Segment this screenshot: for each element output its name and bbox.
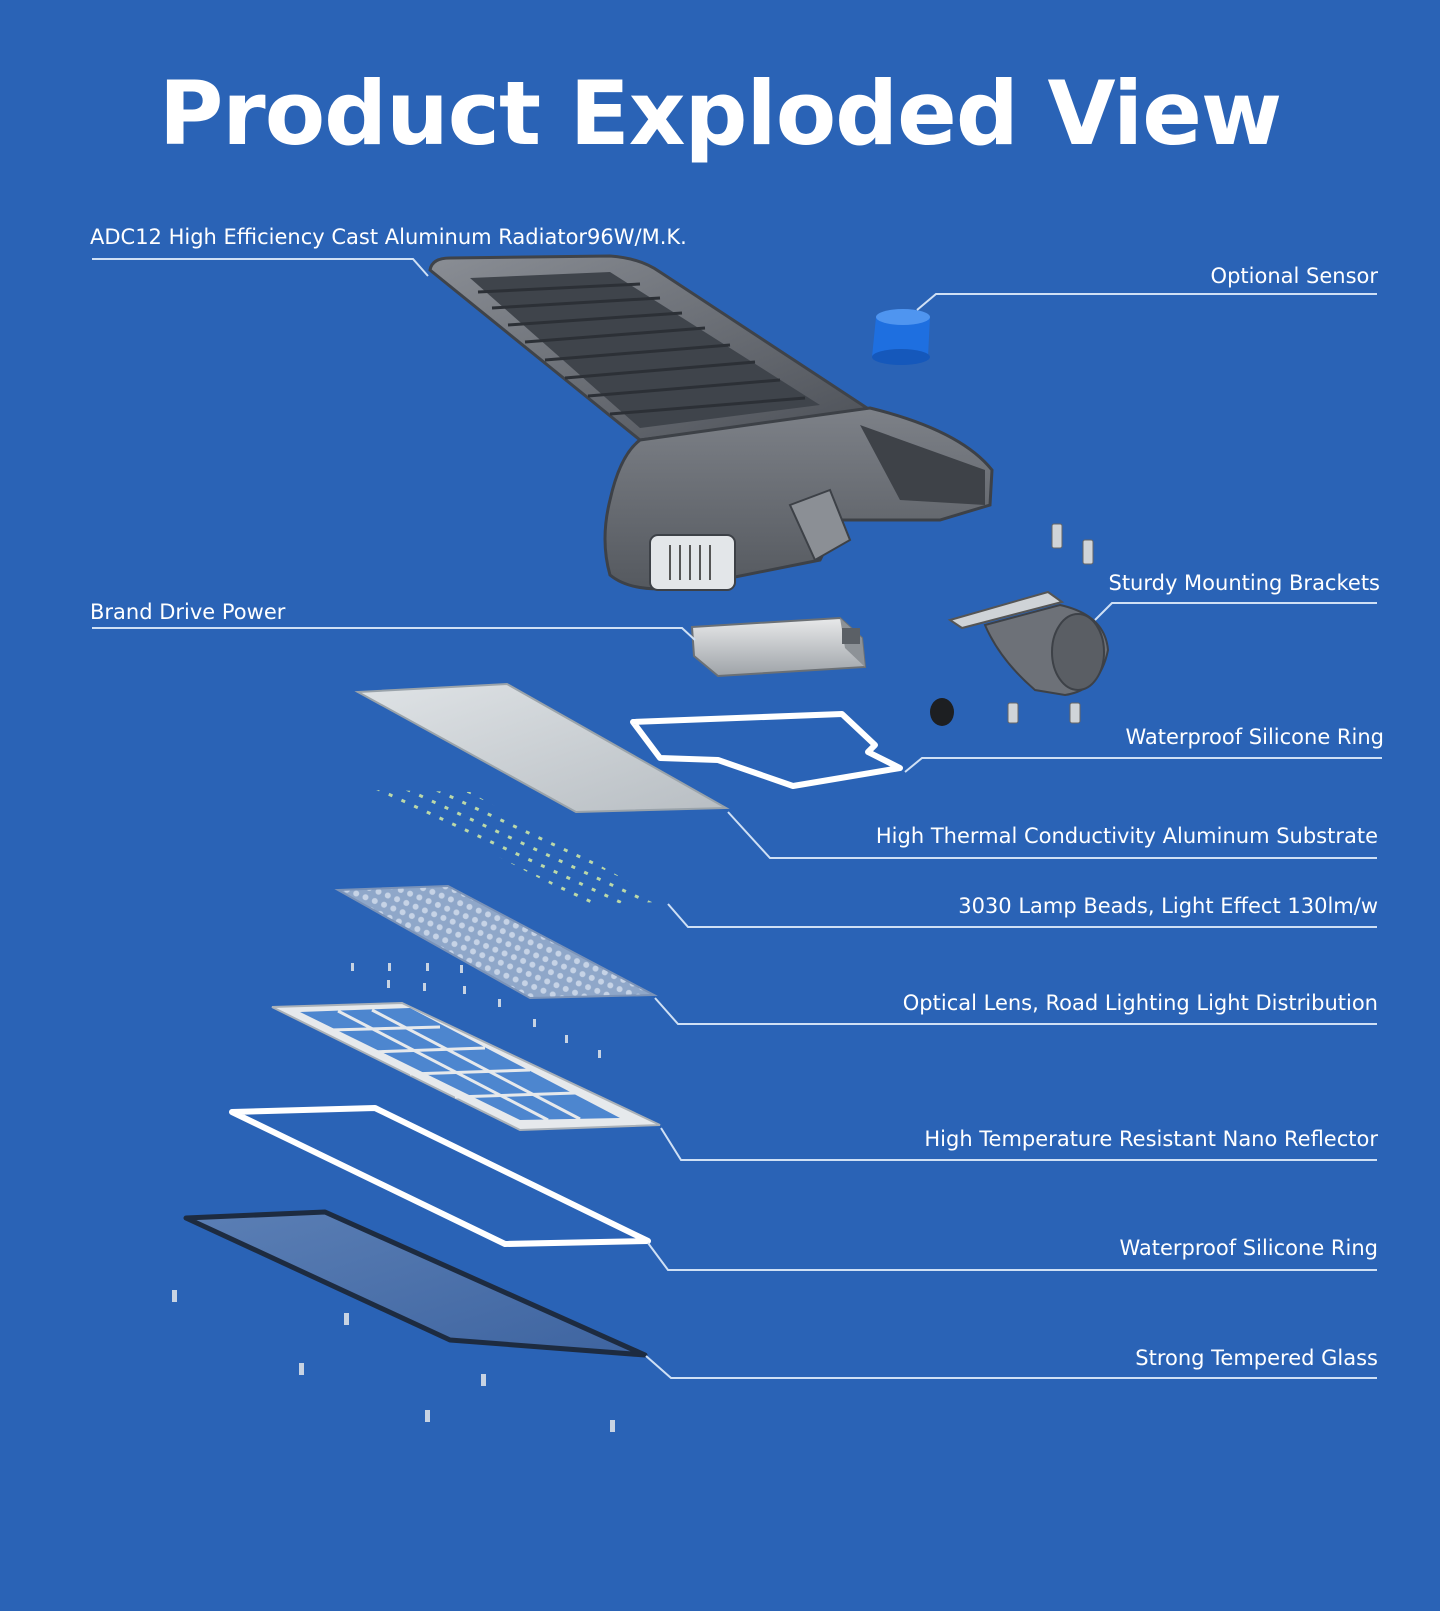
leader-line-lamp-beads — [667, 903, 1377, 928]
page-title: Product Exploded View — [158, 62, 1282, 165]
leader-line-lens — [654, 997, 1377, 1025]
leader-line-sensor — [916, 293, 1377, 311]
sensor-icon — [872, 309, 930, 365]
label-silicone-ring-top: Waterproof Silicone Ring — [1125, 725, 1384, 749]
leader-line-silicone-top — [904, 757, 1382, 773]
label-glass: Strong Tempered Glass — [1135, 1346, 1378, 1370]
leader-lines — [92, 258, 1382, 1379]
cable-gland-icon — [930, 698, 954, 726]
leader-line-drive-power — [92, 627, 696, 641]
lens-screw-icon — [351, 963, 601, 1058]
label-brackets: Sturdy Mounting Brackets — [1108, 571, 1380, 595]
nano-reflector — [271, 1001, 661, 1132]
leader-line-silicone-bottom — [647, 1242, 1377, 1271]
optical-lens — [334, 884, 658, 1000]
label-drive-power: Brand Drive Power — [90, 600, 286, 624]
lamp-housing — [603, 406, 994, 591]
label-sensor: Optional Sensor — [1210, 264, 1378, 288]
radiator-heat-sink — [428, 254, 875, 442]
silicone-ring-top — [630, 711, 903, 789]
drive-power-unit — [690, 616, 867, 678]
bracket-screw-icon — [1007, 523, 1094, 724]
mounting-bracket — [947, 590, 1110, 697]
leader-line-substrate — [727, 811, 1377, 859]
label-reflector: High Temperature Resistant Nano Reflecto… — [924, 1127, 1378, 1151]
leader-line-glass — [645, 1355, 1377, 1379]
label-silicone-ring-bottom: Waterproof Silicone Ring — [1119, 1236, 1378, 1260]
glass-screw-icon — [172, 1290, 615, 1432]
leader-line-reflector — [660, 1127, 1377, 1161]
leader-line-brackets — [1094, 602, 1377, 621]
tempered-glass — [183, 1209, 648, 1358]
label-lamp-beads: 3030 Lamp Beads, Light Effect 130lm/w — [958, 894, 1378, 918]
label-radiator: ADC12 High Efficiency Cast Aluminum Radi… — [90, 225, 687, 249]
lamp-beads-array — [372, 790, 665, 904]
label-optical-lens: Optical Lens, Road Lighting Light Distri… — [902, 991, 1378, 1015]
leader-line-radiator — [92, 258, 429, 277]
aluminum-substrate — [354, 682, 730, 814]
silicone-ring-bottom — [229, 1105, 651, 1247]
label-substrate: High Thermal Conductivity Aluminum Subst… — [875, 824, 1378, 848]
